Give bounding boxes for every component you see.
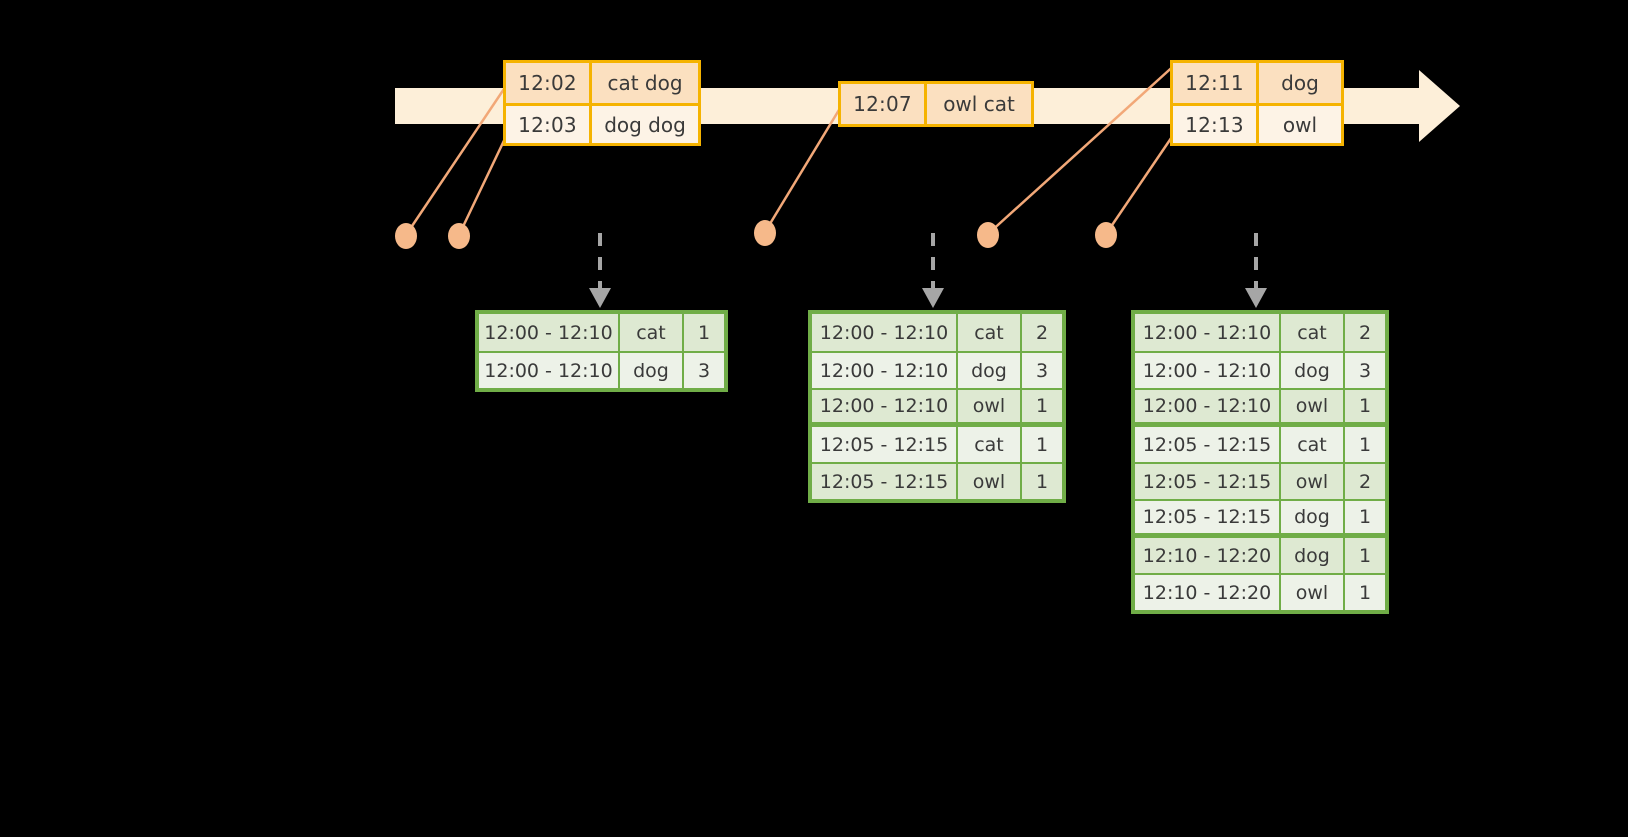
word-cell: owl — [1281, 575, 1345, 610]
word-cell: owl — [958, 390, 1022, 422]
word-cell: owl — [958, 464, 1022, 499]
count-cell: 1 — [697, 321, 711, 344]
window-cell: 12:05 - 12:15 — [1135, 464, 1281, 499]
count-cell: 3 — [697, 359, 711, 382]
event-box-1[interactable]: 12:02 cat dog 12:03 dog dog — [503, 60, 701, 146]
window-cell: 12:00 - 12:10 — [1135, 314, 1281, 351]
down-arrow-table-3 — [1245, 233, 1267, 308]
word-cell: cat — [1281, 427, 1345, 462]
connector-3 — [763, 99, 847, 233]
window-cell: 12:00 - 12:10 — [1135, 353, 1281, 388]
event-words: dog dog — [604, 112, 686, 137]
count-cell: 1 — [1358, 506, 1372, 528]
word-cell: cat — [620, 314, 684, 351]
count-cell: 1 — [1035, 395, 1049, 417]
window-cell: 12:05 - 12:15 — [1135, 501, 1281, 533]
count-cell: 1 — [1358, 433, 1372, 456]
window-cell: 12:05 - 12:15 — [812, 464, 958, 499]
count-cell: 1 — [1358, 544, 1372, 567]
window-cell: 12:05 - 12:15 — [812, 427, 958, 462]
count-cell: 2 — [1358, 470, 1372, 493]
event-dot-4 — [977, 222, 999, 248]
window-cell: 12:00 - 12:10 — [479, 314, 620, 351]
event-dots — [395, 220, 1117, 249]
event-time: 12:02 — [506, 63, 592, 103]
count-cell: 2 — [1358, 321, 1372, 344]
window-cell: 12:10 - 12:20 — [1135, 575, 1281, 610]
event-time: 12:03 — [506, 106, 592, 143]
word-cell: dog — [1281, 538, 1345, 573]
window-cell: 12:00 - 12:10 — [812, 390, 958, 422]
word-cell: dog — [958, 353, 1022, 388]
event-row[interactable]: 12:02 cat dog — [506, 63, 698, 103]
word-cell: dog — [1281, 353, 1345, 388]
event-time: 12:07 — [841, 84, 927, 124]
event-words: owl cat — [943, 92, 1015, 116]
word-cell: owl — [1281, 464, 1345, 499]
window-cell: 12:05 - 12:15 — [1135, 427, 1281, 462]
down-arrow-table-2 — [922, 233, 944, 308]
window-cell: 12:00 - 12:10 — [1135, 390, 1281, 422]
event-words: cat dog — [607, 71, 683, 95]
count-cell: 1 — [1035, 433, 1049, 456]
count-cell: 2 — [1035, 321, 1049, 344]
event-dot-5 — [1095, 222, 1117, 248]
count-cell: 1 — [1035, 470, 1049, 493]
connector-5 — [1104, 127, 1180, 235]
event-words: dog — [1281, 71, 1319, 95]
window-cell: 12:00 - 12:10 — [812, 353, 958, 388]
event-box-2[interactable]: 12:07 owl cat — [838, 81, 1034, 127]
word-cell: cat — [958, 427, 1022, 462]
event-row[interactable]: 12:11 dog — [1173, 63, 1341, 103]
window-cell: 12:00 - 12:10 — [812, 314, 958, 351]
event-row[interactable]: 12:13 owl — [1173, 103, 1341, 143]
event-dot-1 — [395, 223, 417, 249]
event-time: 12:13 — [1173, 106, 1259, 143]
window-cell: 12:10 - 12:20 — [1135, 538, 1281, 573]
word-cell: cat — [958, 314, 1022, 351]
word-cell: cat — [1281, 314, 1345, 351]
event-dot-3 — [754, 220, 776, 246]
word-cell: dog — [1281, 501, 1345, 533]
event-words: owl — [1282, 112, 1318, 137]
connector-1 — [404, 79, 512, 236]
window-cell: 12:00 - 12:10 — [479, 353, 620, 388]
count-cell: 1 — [1358, 395, 1372, 417]
event-box-3[interactable]: 12:11 dog 12:13 owl — [1170, 60, 1344, 146]
event-row[interactable]: 12:03 dog dog — [506, 103, 698, 143]
event-dot-2 — [448, 223, 470, 249]
count-cell: 1 — [1358, 581, 1372, 604]
down-arrows — [589, 233, 1267, 308]
event-row[interactable]: 12:07 owl cat — [841, 84, 1031, 124]
word-cell: dog — [620, 353, 684, 388]
event-time: 12:11 — [1173, 63, 1259, 103]
down-arrow-table-1 — [589, 233, 611, 308]
count-cell: 3 — [1035, 359, 1049, 382]
count-cell: 3 — [1358, 359, 1372, 382]
word-cell: owl — [1281, 390, 1345, 422]
